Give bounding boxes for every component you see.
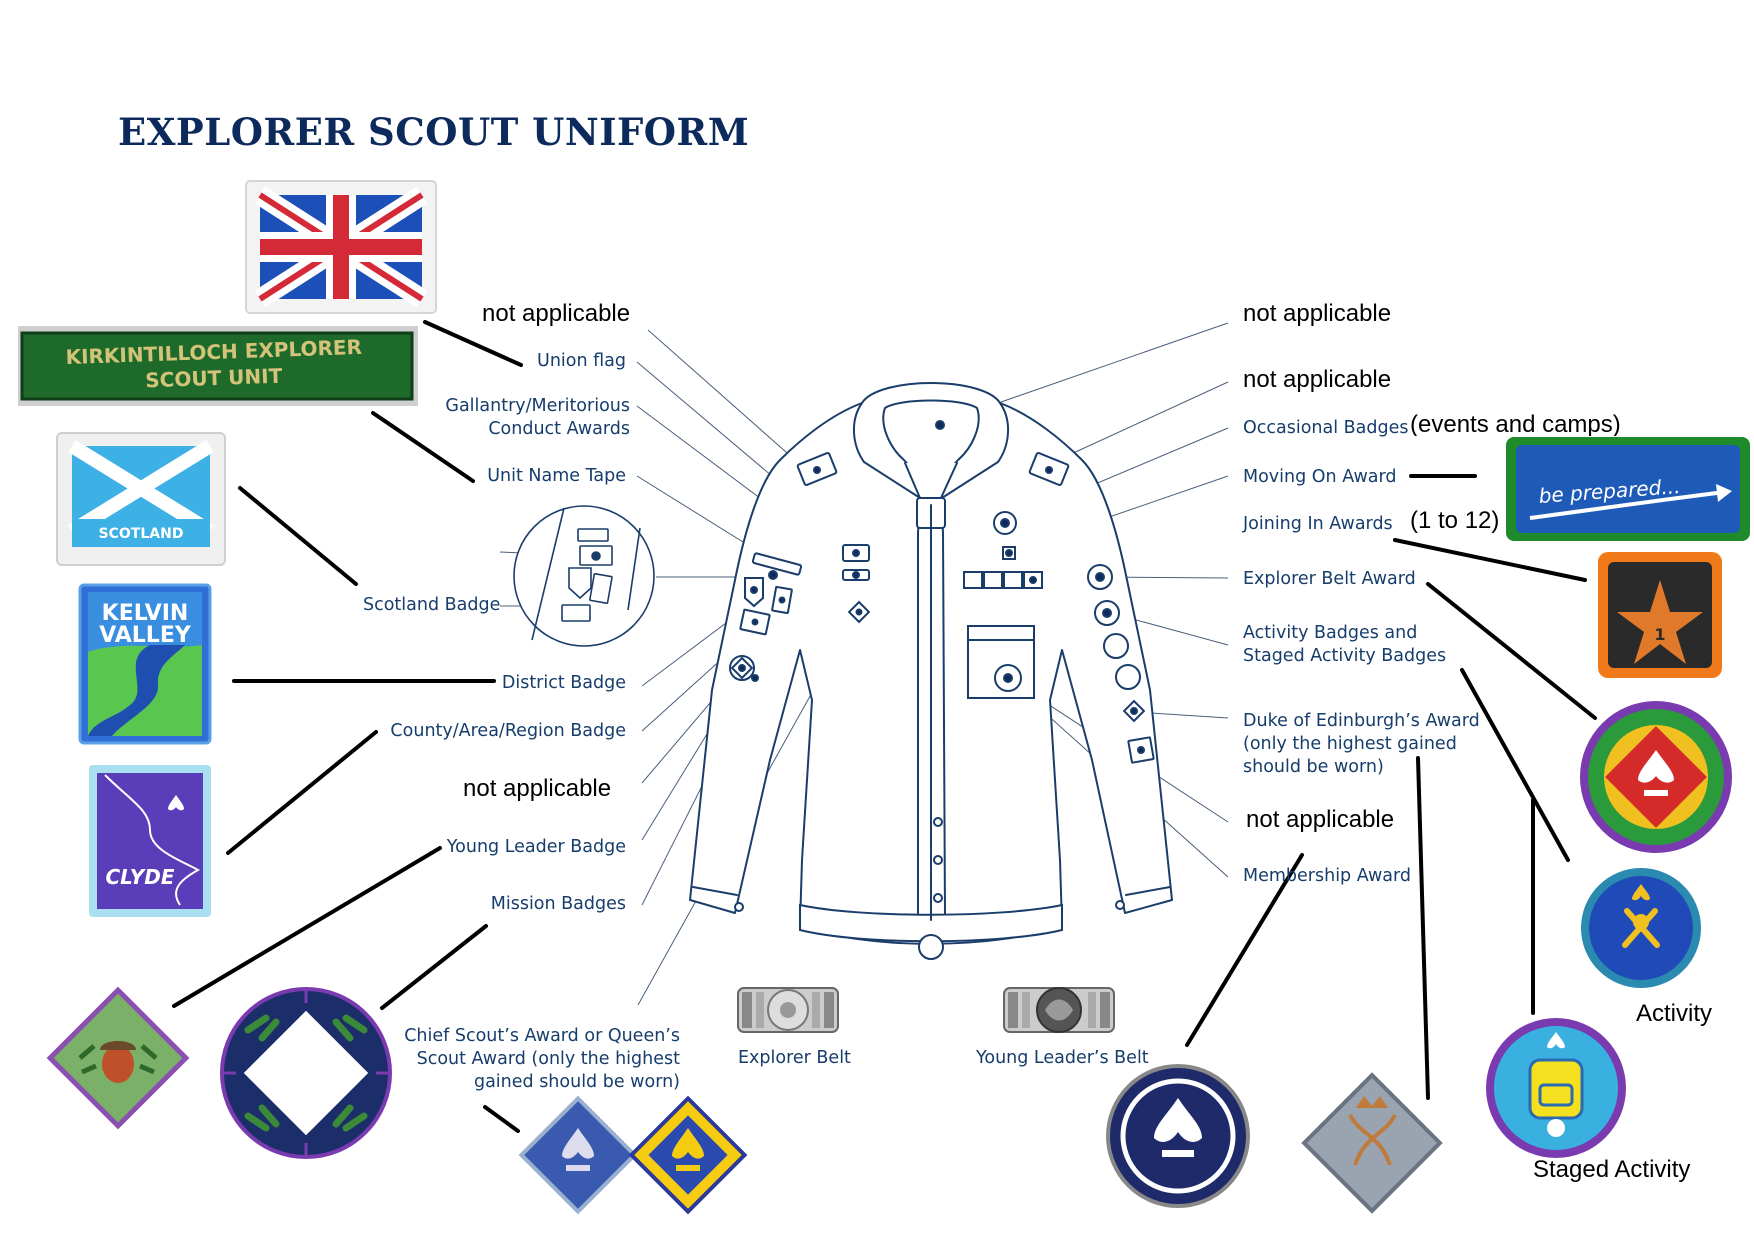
not-applicable-right-2: not applicable (1243, 366, 1392, 393)
badge-markers (729, 420, 1155, 912)
scotland-badge-label: Scotland Badge (363, 595, 501, 615)
young-leader-badge-label: Young Leader Badge (446, 837, 626, 857)
county-badge-clyde: CLYDE (89, 765, 211, 917)
dofe-label: Duke of Edinburgh’s Award (only the high… (1243, 710, 1480, 779)
duke-of-edinburgh-badge (1301, 1072, 1443, 1214)
occasional-badges-label: Occasional Badges (1243, 418, 1409, 438)
dofe-label-line2: (only the highest gained (1243, 734, 1457, 754)
chief-scout-award-badge (518, 1095, 638, 1215)
kelvin-text-1: KELVIN (102, 601, 189, 626)
not-applicable-left-1: not applicable (482, 300, 631, 327)
moving-on-award-badge: be prepared... (1506, 437, 1750, 541)
chief-scout-label-line3: gained should be worn) (473, 1072, 680, 1092)
mission-badges-label: Mission Badges (490, 894, 626, 914)
explorer-belt-label: Explorer Belt (738, 1048, 851, 1068)
union-flag-label: Union flag (537, 351, 626, 371)
unit-name-tape-badge: KIRKINTILLOCH EXPLORER SCOUT UNIT (18, 326, 418, 406)
events-note: (events and camps) (1410, 411, 1621, 436)
county-badge-label: County/Area/Region Badge (390, 721, 626, 741)
mission-badges (220, 987, 392, 1159)
chief-scout-label: Chief Scout’s Award or Queen’s Scout Awa… (380, 1025, 680, 1094)
explorer-belt-award-label: Explorer Belt Award (1243, 569, 1416, 589)
district-badge-label: District Badge (501, 673, 626, 693)
connector-lines (172, 320, 1597, 1133)
membership-award-label: Membership Award (1243, 866, 1412, 886)
unit-name-tape-label: Unit Name Tape (487, 466, 626, 486)
kelvin-text-2: VALLEY (99, 623, 192, 648)
explorer-belt-award-badge (1580, 701, 1732, 853)
staged-activity-caption: Staged Activity (1533, 1156, 1691, 1183)
gallantry-label-line1: Gallantry/Meritorious (445, 396, 630, 416)
gallantry-label-line2: Conduct Awards (488, 419, 630, 439)
joining-in-awards-label: Joining In Awards (1243, 514, 1393, 534)
joining-in-award-badge: 1 (1598, 552, 1722, 678)
activity-caption: Activity (1636, 1000, 1713, 1027)
young-leaders-belt-label: Young Leader’s Belt (976, 1048, 1149, 1068)
activity-badges-label-line2: Staged Activity Badges (1243, 646, 1447, 666)
activity-badge (1581, 868, 1701, 988)
not-applicable-left-2: not applicable (463, 775, 612, 802)
unit-tape-line2: SCOUT UNIT (145, 364, 283, 393)
joining-range-note: (1 to 12) (1410, 507, 1500, 534)
scotland-badge: SCOTLAND (56, 432, 226, 566)
young-leader-badge (46, 986, 190, 1130)
page-title: EXPLORER SCOUT UNIFORM (118, 110, 750, 154)
scotland-text: SCOTLAND (99, 526, 184, 542)
joining-number: 1 (1654, 625, 1665, 644)
staged-activity-badge (1486, 1018, 1626, 1158)
activity-badges-label: Activity Badges and Staged Activity Badg… (1243, 622, 1446, 668)
not-applicable-right-1: not applicable (1243, 300, 1392, 327)
not-applicable-right-3: not applicable (1246, 806, 1395, 833)
gallantry-label: Gallantry/Meritorious Conduct Awards (380, 395, 630, 441)
explorer-belt-icon (737, 987, 839, 1033)
moving-on-award-label: Moving On Award (1243, 467, 1397, 487)
magnifier-detail (513, 505, 655, 647)
dofe-label-line3: should be worn) (1243, 757, 1384, 777)
membership-award-badge (1106, 1064, 1250, 1208)
chief-scout-label-line2: Scout Award (only the highest (416, 1049, 680, 1069)
chief-scout-label-line1: Chief Scout’s Award or Queen’s (404, 1026, 680, 1046)
clyde-text: CLYDE (105, 865, 174, 889)
activity-badges-label-line1: Activity Badges and (1243, 623, 1418, 643)
union-flag-badge (245, 180, 437, 314)
young-leaders-belt-icon (1003, 987, 1115, 1033)
dofe-label-line1: Duke of Edinburgh’s Award (1243, 711, 1480, 731)
district-badge-kelvin-valley: KELVIN VALLEY (78, 583, 212, 745)
queens-scout-award-badge (628, 1095, 748, 1215)
